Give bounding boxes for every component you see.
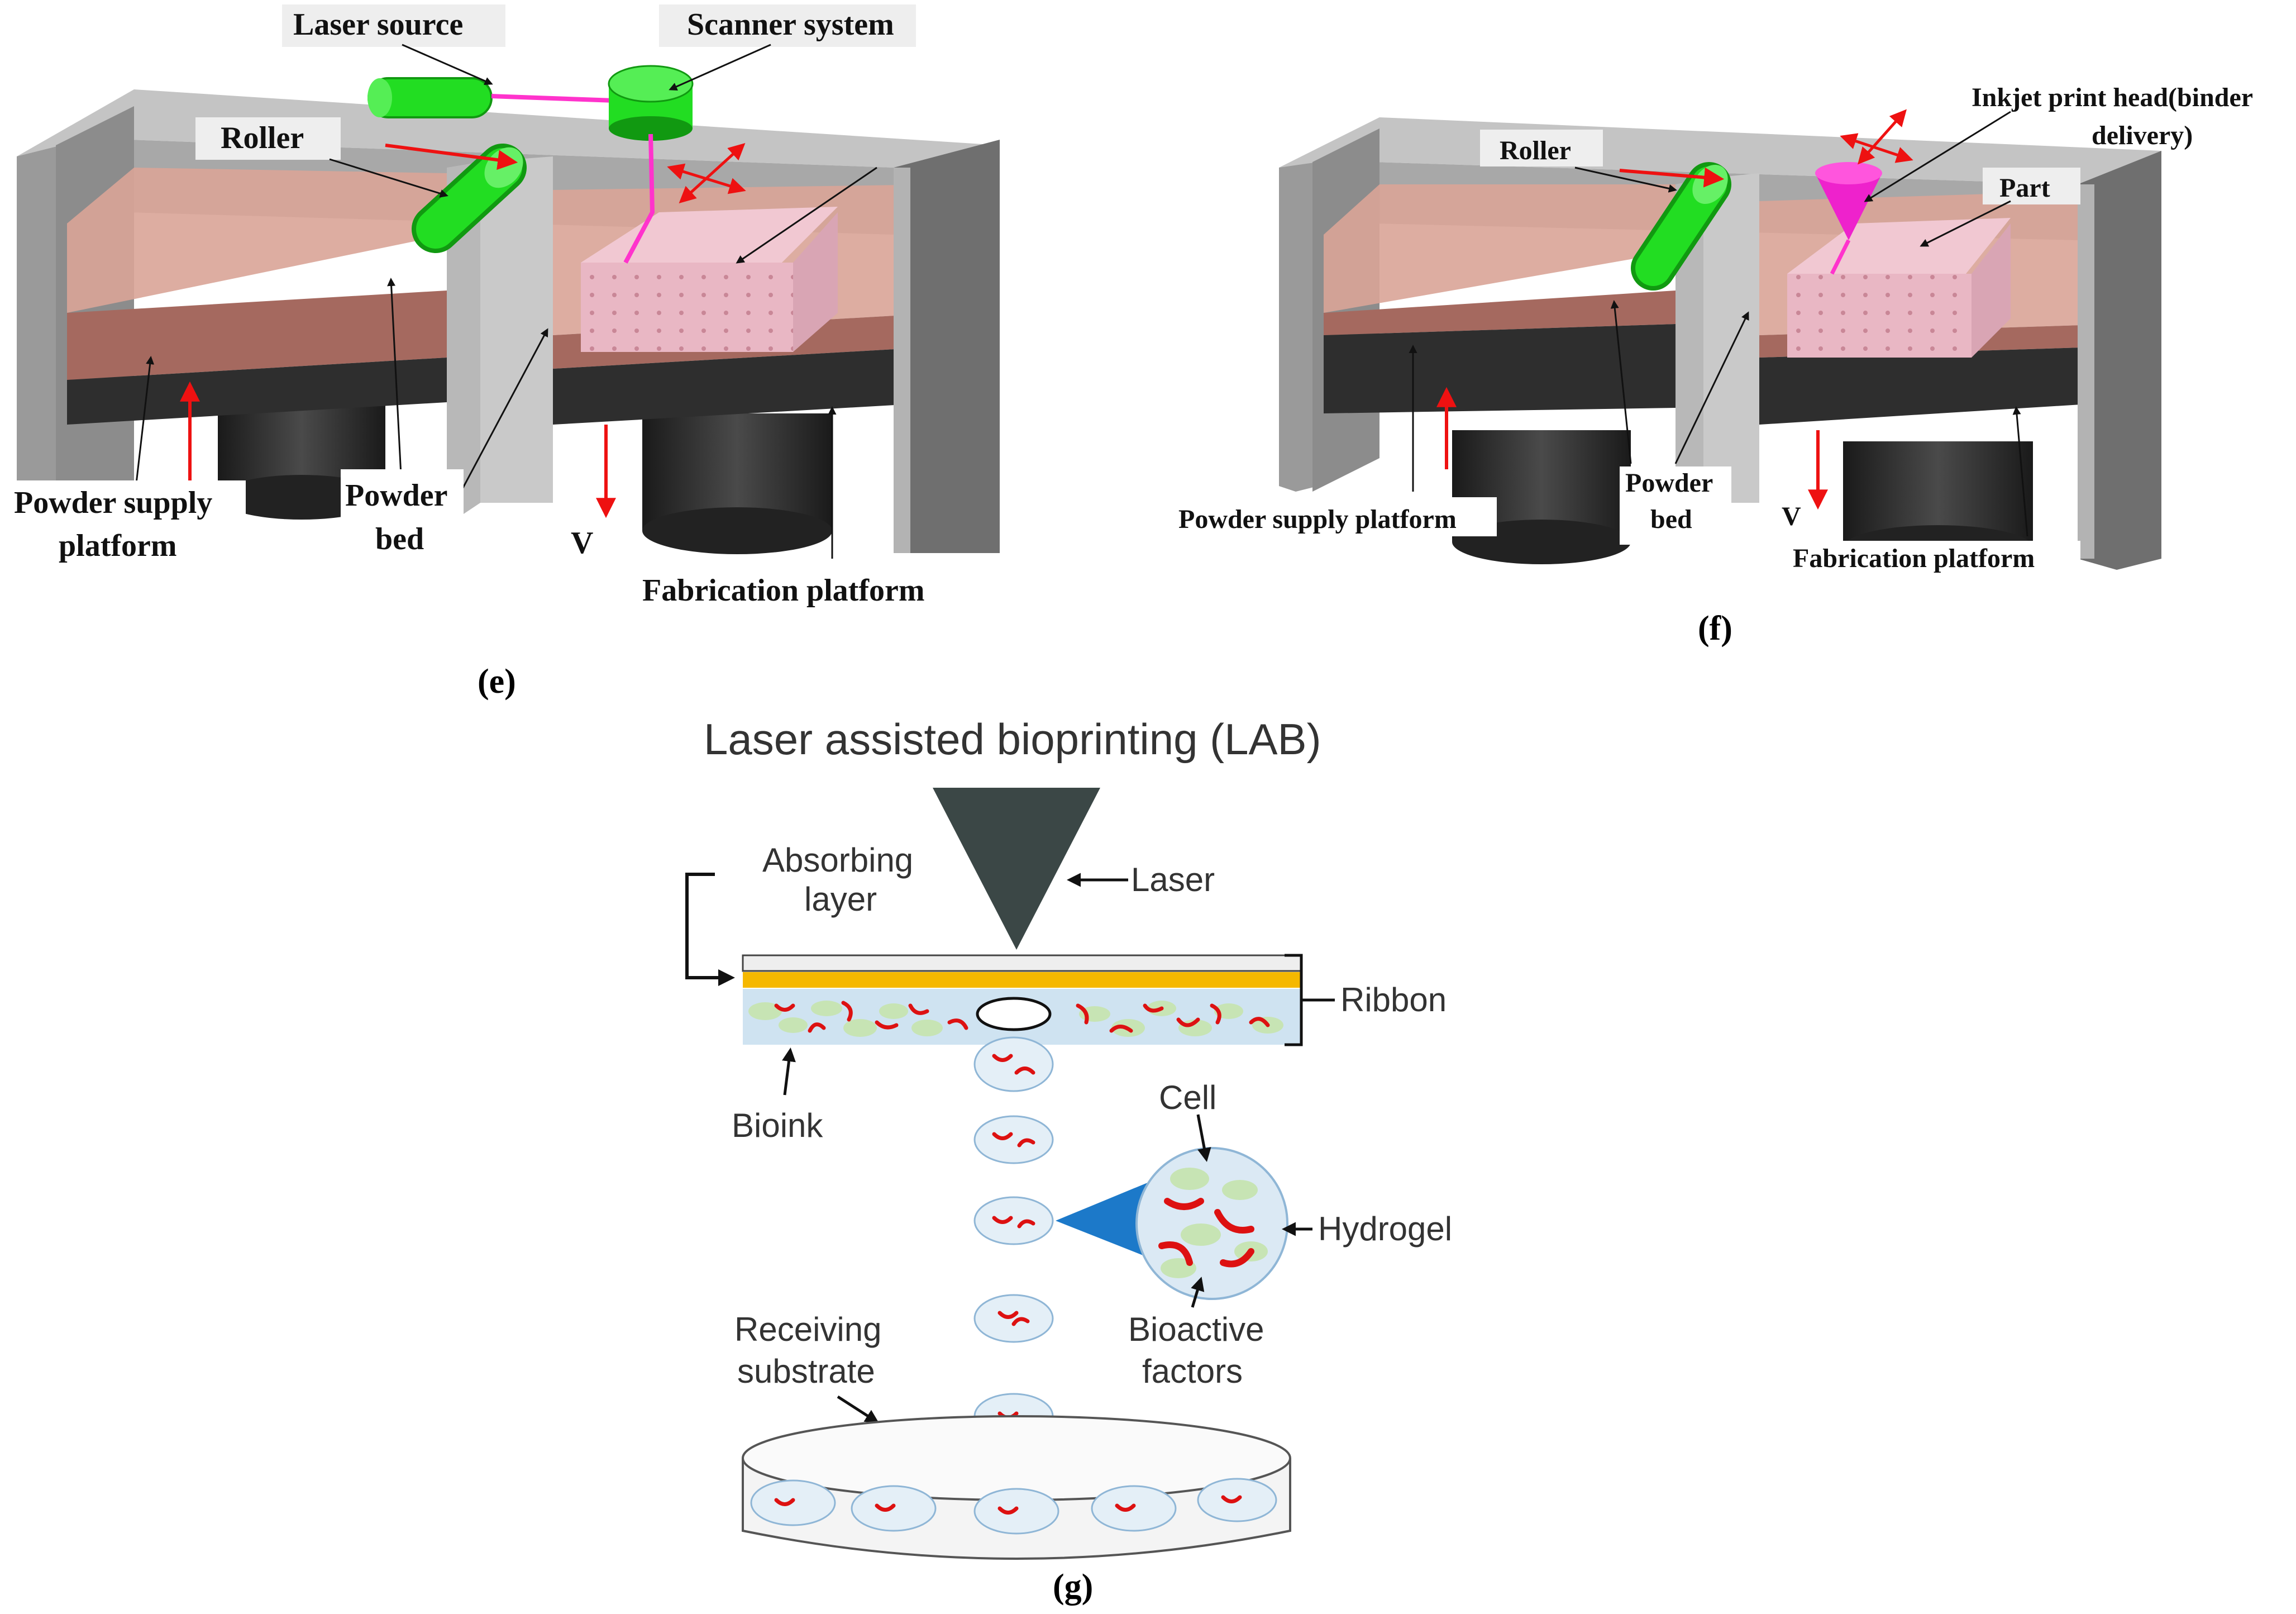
caption-e: (e): [478, 663, 516, 701]
transfer-bubble: [976, 997, 1052, 1031]
label-absorbing-l2: layer: [804, 880, 877, 918]
inkjet-head: [1815, 162, 1882, 275]
label-fabrication-platform-f: Fabrication platform: [1793, 544, 2035, 573]
label-part-f: Part: [1999, 173, 2050, 203]
roller-motion-arrow-e: [385, 144, 518, 170]
label-scanner-system-e: Scanner system: [687, 7, 894, 42]
panel-f: Roller Inkjet print head(binder delivery…: [1173, 83, 2253, 647]
label-hydrogel: Hydrogel: [1318, 1210, 1452, 1248]
scan-arrow-b-e: [679, 142, 746, 204]
laser-triangle: [933, 788, 1100, 950]
label-roller-e: Roller: [221, 121, 304, 155]
glass-slide: [742, 954, 1302, 972]
caption-f: (f): [1698, 610, 1732, 647]
label-receiving-l2: substrate: [737, 1353, 875, 1390]
label-bioactive-l1: Bioactive: [1128, 1311, 1264, 1348]
label-inkjet-f-l1: Inkjet print head(binder: [1972, 83, 2253, 112]
head-arrow-b-f: [1858, 109, 1907, 165]
label-laser-g: Laser: [1131, 861, 1215, 898]
droplet-contents: [992, 1054, 1035, 1420]
part-f: [1787, 218, 2011, 358]
zoomed-droplet: [1135, 1147, 1288, 1300]
scanner-device: [608, 65, 694, 141]
label-receiving-l1: Receiving: [734, 1311, 881, 1348]
fabrication-piston: [642, 413, 832, 554]
label-v-e: V: [571, 526, 593, 560]
label-inkjet-f-l2: delivery): [2092, 121, 2193, 150]
deposited-contents: [774, 1495, 1242, 1515]
label-ribbon: Ribbon: [1340, 981, 1447, 1018]
zoom-cells: [1161, 1168, 1268, 1278]
label-powder-bed-e-l2: bed: [375, 522, 424, 556]
falling-droplets: [973, 1036, 1054, 1440]
title-lab: Laser assisted bioprinting (LAB): [704, 715, 1321, 764]
panel-e: Laser source Scanner system Roller Powde…: [11, 4, 1000, 701]
label-powder-supply-e-l1: Powder supply: [14, 485, 212, 520]
label-powder-bed-f-l2: bed: [1650, 504, 1692, 534]
part-e: [581, 207, 838, 352]
laser-source-device: [367, 77, 493, 118]
label-bioink: Bioink: [732, 1107, 823, 1144]
label-powder-bed-f-l1: Powder: [1625, 468, 1713, 498]
bioink-cells: [748, 1001, 1283, 1037]
label-powder-supply-f: Powder supply platform: [1178, 504, 1457, 534]
label-laser-source-e: Laser source: [293, 7, 463, 42]
laser-beam-horizontal: [491, 94, 615, 103]
bioink-factors: [774, 1001, 1270, 1033]
laser-beam-vertical: [623, 134, 655, 264]
label-powder-bed-e-l1: Powder: [345, 478, 448, 513]
label-cell: Cell: [1159, 1079, 1216, 1116]
caption-g: (g): [1053, 1568, 1093, 1606]
label-roller-f: Roller: [1500, 136, 1571, 165]
zoom-factors: [1158, 1198, 1254, 1268]
label-bioactive-l2: factors: [1142, 1353, 1243, 1390]
label-absorbing-l1: Absorbing: [762, 841, 913, 879]
panel-g: Laser assisted bioprinting (LAB) Laser A…: [685, 715, 1452, 1606]
label-powder-supply-e-l2: platform: [59, 529, 177, 563]
absorbing-layer-bar: [743, 972, 1301, 988]
label-fabrication-platform-e: Fabrication platform: [642, 573, 924, 608]
label-v-f: V: [1782, 502, 1801, 531]
roller-motion-arrow-f: [1619, 167, 1725, 188]
absorbing-bracket: [685, 873, 735, 986]
